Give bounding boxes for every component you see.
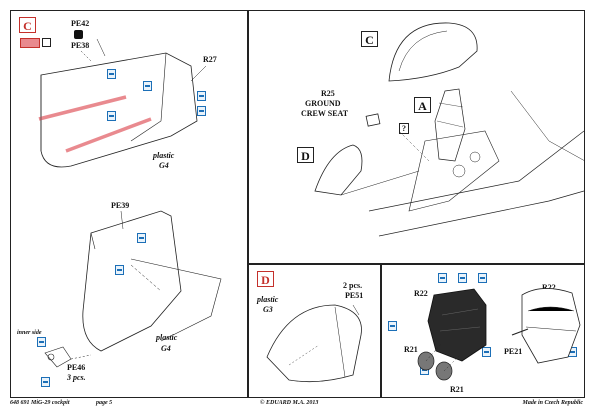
label-crew-seat: CREW SEAT <box>301 109 349 118</box>
panel-canopy-seat: C A D R25 GROUND CREW SEAT ? <box>248 10 586 264</box>
step-d-letter: D <box>257 271 274 287</box>
part-tag-icon <box>478 273 487 283</box>
footer-page: page 5 <box>96 400 113 406</box>
label-pe46-qty: 3 pcs. <box>67 373 86 382</box>
swatch-box <box>42 38 51 47</box>
panel-c: C PE42 PE38 R27 plastic G4 PE39 plastic … <box>10 10 248 398</box>
panel-d: D plastic G3 2 pcs. PE51 <box>248 264 381 398</box>
step-d-ref: D <box>297 147 314 163</box>
label-pe39: PE39 <box>111 201 130 210</box>
label-pe42: PE42 <box>71 19 90 28</box>
label-r22-left: R22 <box>414 289 428 298</box>
label-r21-top: R21 <box>404 345 418 354</box>
part-tag-icon <box>115 265 124 275</box>
footer: 648 691 MiG-29 cockpit page 5 © EDUARD M… <box>10 398 583 410</box>
panel-d-drawing <box>266 304 362 383</box>
part-tag-icon <box>107 69 116 79</box>
part-tag-icon <box>107 111 116 121</box>
part-tag-icon <box>143 81 152 91</box>
part-tag-icon <box>438 273 447 283</box>
label-inner-side: inner side <box>17 330 42 336</box>
panel-c-drawing <box>38 38 222 368</box>
label-g4-bottom: G4 <box>161 344 171 353</box>
dot-marker-icon <box>74 30 83 39</box>
part-tag-icon <box>458 273 467 283</box>
label-g4-top: G4 <box>159 161 169 170</box>
label-pe51: PE51 <box>345 291 364 300</box>
label-g3: G3 <box>263 305 273 314</box>
label-plastic-bottom: plastic <box>156 333 178 342</box>
label-pe46: PE46 <box>67 363 86 372</box>
step-c-ref: C <box>361 31 378 47</box>
panel-seats: R22 R22 R21 R21 PE21 <box>381 264 585 398</box>
part-tag-icon <box>197 106 206 116</box>
footer-copyright: © EDUARD M.A. 2013 <box>260 400 319 406</box>
label-pe38: PE38 <box>71 41 90 50</box>
label-ground: GROUND <box>305 99 341 108</box>
label-pcs: 2 pcs. <box>343 281 363 290</box>
label-pe21: PE21 <box>504 347 523 356</box>
label-r27: R27 <box>203 55 217 64</box>
step-a-ref: A <box>414 97 431 113</box>
color-swatch <box>20 38 40 48</box>
label-r25: R25 <box>321 89 335 98</box>
part-tag-icon <box>197 91 206 101</box>
label-r21-bottom: R21 <box>450 385 464 394</box>
part-tag-icon <box>388 321 397 331</box>
step-c-letter: C <box>19 17 36 33</box>
part-tag-icon <box>137 233 146 243</box>
panel-seats-drawing <box>417 288 581 381</box>
label-question: ? <box>399 123 409 134</box>
part-tag-icon <box>41 377 50 387</box>
footer-made-in: Made in Czech Republic <box>522 400 583 406</box>
part-tag-icon <box>37 337 46 347</box>
label-r22-right: R22 <box>542 283 556 292</box>
panel-canopy-drawing <box>314 22 586 237</box>
label-plastic-top: plastic <box>153 151 175 160</box>
label-plastic-d: plastic <box>257 295 279 304</box>
footer-product: 648 691 MiG-29 cockpit <box>10 400 70 406</box>
part-tag-icon <box>482 347 491 357</box>
